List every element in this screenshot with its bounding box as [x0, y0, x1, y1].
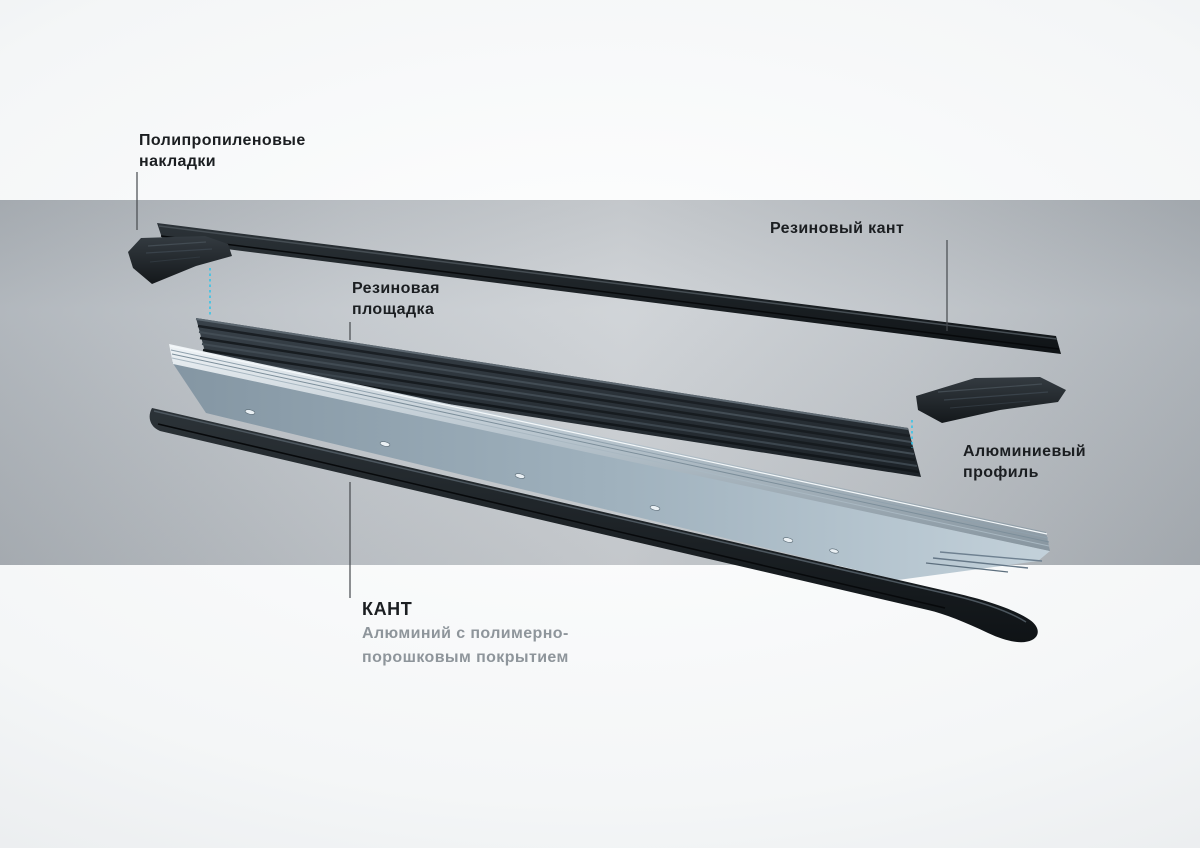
part-rubber-platform	[195, 318, 921, 477]
label-polypropylene-pads-line2: накладки	[139, 153, 217, 170]
label-rubber-platform-line2: площадка	[352, 301, 435, 318]
label-rubber-platform-line1: Резиновая	[352, 280, 440, 297]
label-kant-sub-line1: Алюминий с полимерно-	[362, 625, 569, 642]
leader-lines	[136, 172, 948, 598]
accent-dashed-lines	[209, 268, 913, 448]
part-rubber-edge-strip	[157, 223, 1061, 354]
part-kant-bar	[149, 408, 1038, 643]
label-rubber-platform: Резиновая площадка	[352, 278, 440, 320]
part-aluminum-profile	[169, 344, 1050, 580]
label-polypropylene-pads: Полипропиленовые накладки	[139, 130, 306, 172]
part-right-pad	[916, 377, 1066, 423]
label-rubber-edge: Резиновый кант	[770, 218, 904, 239]
label-aluminum-profile-line2: профиль	[963, 464, 1039, 481]
label-kant-sub-line2: порошковым покрытием	[362, 649, 569, 666]
label-aluminum-profile-line1: Алюминиевый	[963, 443, 1086, 460]
label-rubber-edge-text: Резиновый кант	[770, 220, 905, 237]
label-kant: КАНТ Алюминий с полимерно- порошковым по…	[362, 598, 569, 668]
label-aluminum-profile: Алюминиевый профиль	[963, 441, 1086, 483]
label-polypropylene-pads-line1: Полипропиленовые	[139, 132, 306, 149]
label-kant-title: КАНТ	[362, 599, 413, 619]
part-left-pad	[128, 236, 232, 284]
